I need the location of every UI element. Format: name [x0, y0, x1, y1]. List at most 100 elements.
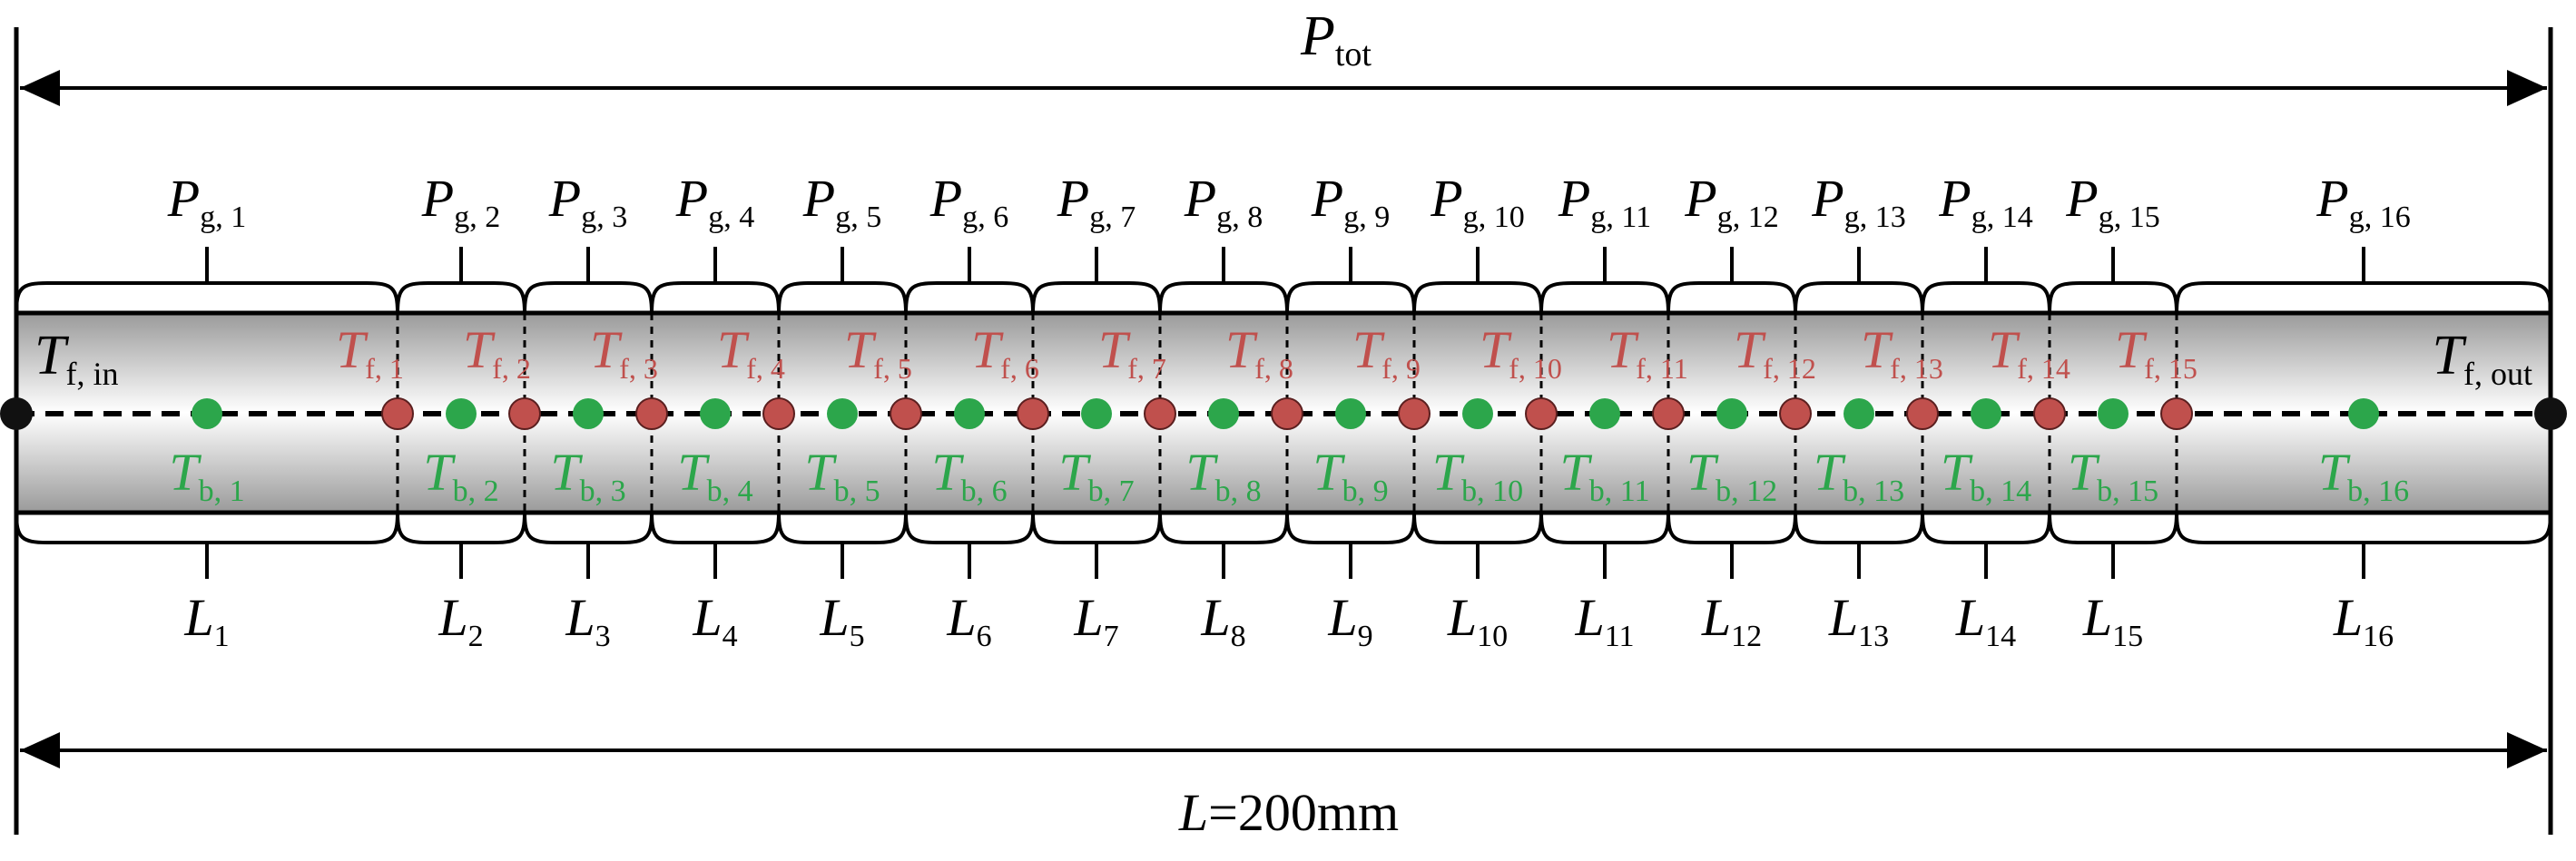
fluid-temp-label: Tf, 14 — [1988, 320, 2070, 385]
fluid-temp-label: Tf, 11 — [1607, 320, 1688, 385]
segment-power-label: Pg, 9 — [1311, 169, 1390, 234]
bulk-temp-node — [2098, 398, 2129, 429]
bulk-temp-node — [1716, 398, 1747, 429]
segment-length-label: L8 — [1200, 588, 1245, 653]
fluid-temp-node — [2160, 397, 2193, 430]
length-brace — [1667, 512, 1797, 544]
bulk-temp-label: Tb, 8 — [1185, 443, 1261, 508]
segment-power-label: Pg, 15 — [2065, 169, 2159, 234]
power-brace — [2048, 281, 2178, 314]
fluid-temp-label: Tf, 8 — [1225, 320, 1293, 385]
length-brace — [1539, 512, 1670, 544]
bulk-temp-label: Tb, 10 — [1432, 443, 1523, 508]
fluid-temp-label: Tf, 10 — [1480, 320, 1562, 385]
segment-power-label: Pg, 4 — [675, 169, 754, 234]
fluid-temp-label: Tf, 7 — [1098, 320, 1166, 385]
bulk-temp-node — [446, 398, 477, 429]
segment-power-label: Pg, 1 — [167, 169, 246, 234]
bulk-temp-node — [2348, 398, 2379, 429]
bulk-temp-node — [1844, 398, 1874, 429]
segment-length-label: L1 — [183, 588, 229, 653]
fluid-temp-node — [1398, 397, 1431, 430]
length-brace — [1158, 512, 1289, 544]
fluid-temp-node — [1144, 397, 1176, 430]
segment-power-label: Pg, 13 — [1811, 169, 1905, 234]
fluid-temp-label: Tf, 2 — [463, 320, 531, 385]
inlet-node — [0, 397, 33, 430]
fluid-temp-label: Tf, 6 — [971, 320, 1039, 385]
segment-length-label: L15 — [2082, 588, 2143, 653]
bulk-temp-node — [827, 398, 858, 429]
power-brace — [396, 281, 526, 314]
bulk-temp-label: Tb, 11 — [1559, 443, 1649, 508]
bulk-temp-node — [1335, 398, 1366, 429]
bulk-temp-label: Tb, 9 — [1313, 443, 1388, 508]
bulk-temp-label: Tb, 2 — [423, 443, 498, 508]
length-brace — [904, 512, 1035, 544]
fluid-temp-node — [1017, 397, 1049, 430]
length-brace — [396, 512, 526, 544]
total-length-label: L=200mm — [1178, 783, 1399, 842]
segment-power-label: Pg, 3 — [548, 169, 627, 234]
segment-length-label: L13 — [1828, 588, 1889, 653]
segment-length-label: L4 — [692, 588, 737, 653]
fluid-temp-node — [1525, 397, 1558, 430]
fluid-temp-node — [1779, 397, 1812, 430]
bulk-temp-label: Tb, 14 — [1941, 443, 2031, 508]
segment-length-label: L5 — [819, 588, 864, 653]
fluid-temp-node — [1906, 397, 1939, 430]
segment-power-label: Pg, 12 — [1684, 169, 1778, 234]
segment-length-label: L7 — [1073, 588, 1118, 653]
power-brace — [1667, 281, 1797, 314]
segment-length-label: L14 — [1955, 588, 2016, 653]
power-brace — [2175, 281, 2552, 314]
power-brace — [1031, 281, 1162, 314]
inlet-temp-label: Tf, in — [34, 325, 118, 392]
fluid-temp-label: Tf, 3 — [590, 320, 658, 385]
bulk-temp-label: Tb, 15 — [2068, 443, 2158, 508]
bulk-temp-node — [1081, 398, 1112, 429]
bulk-temp-label: Tb, 7 — [1058, 443, 1134, 508]
segment-braces — [15, 247, 2552, 579]
power-brace — [1539, 281, 1670, 314]
bulk-temp-node — [573, 398, 604, 429]
segment-power-label: Pg, 10 — [1430, 169, 1524, 234]
bulk-temp-label: Tb, 16 — [2318, 443, 2409, 508]
segment-power-label: Pg, 5 — [802, 169, 881, 234]
fluid-temp-label: Tf, 15 — [2115, 320, 2197, 385]
outlet-node — [2534, 397, 2567, 430]
fluid-temp-node — [1652, 397, 1685, 430]
fluid-temp-node — [635, 397, 668, 430]
bulk-temp-label: Tb, 13 — [1814, 443, 1904, 508]
fluid-temp-node — [762, 397, 795, 430]
fluid-temp-node — [381, 397, 414, 430]
bulk-temp-label: Tb, 4 — [677, 443, 752, 508]
power-brace — [1158, 281, 1289, 314]
length-brace — [523, 512, 654, 544]
segment-length-label: L3 — [565, 588, 610, 653]
length-brace — [2048, 512, 2178, 544]
segment-power-label: Pg, 16 — [2315, 169, 2410, 234]
segment-power-label: Pg, 8 — [1184, 169, 1263, 234]
bulk-temp-label: Tb, 12 — [1686, 443, 1777, 508]
fluid-temp-label: Tf, 4 — [717, 320, 785, 385]
bulk-temp-node — [1462, 398, 1493, 429]
fluid-temp-label: Tf, 13 — [1861, 320, 1943, 385]
outlet-temp-label: Tf, out — [2433, 325, 2532, 392]
segment-length-label: L6 — [946, 588, 991, 653]
power-brace — [1412, 281, 1543, 314]
segment-length-label: L11 — [1574, 588, 1634, 653]
bulk-temp-node — [1208, 398, 1239, 429]
segment-power-label: Pg, 11 — [1558, 169, 1651, 234]
fluid-temp-node — [2033, 397, 2066, 430]
segment-length-label: L2 — [438, 588, 483, 653]
fluid-temp-label: Tf, 5 — [844, 320, 912, 385]
segment-power-label: Pg, 7 — [1057, 169, 1136, 234]
length-brace — [1921, 512, 2051, 544]
power-brace — [1921, 281, 2051, 314]
length-brace — [2175, 512, 2552, 544]
bulk-temp-node — [192, 398, 222, 429]
power-brace — [1794, 281, 1924, 314]
